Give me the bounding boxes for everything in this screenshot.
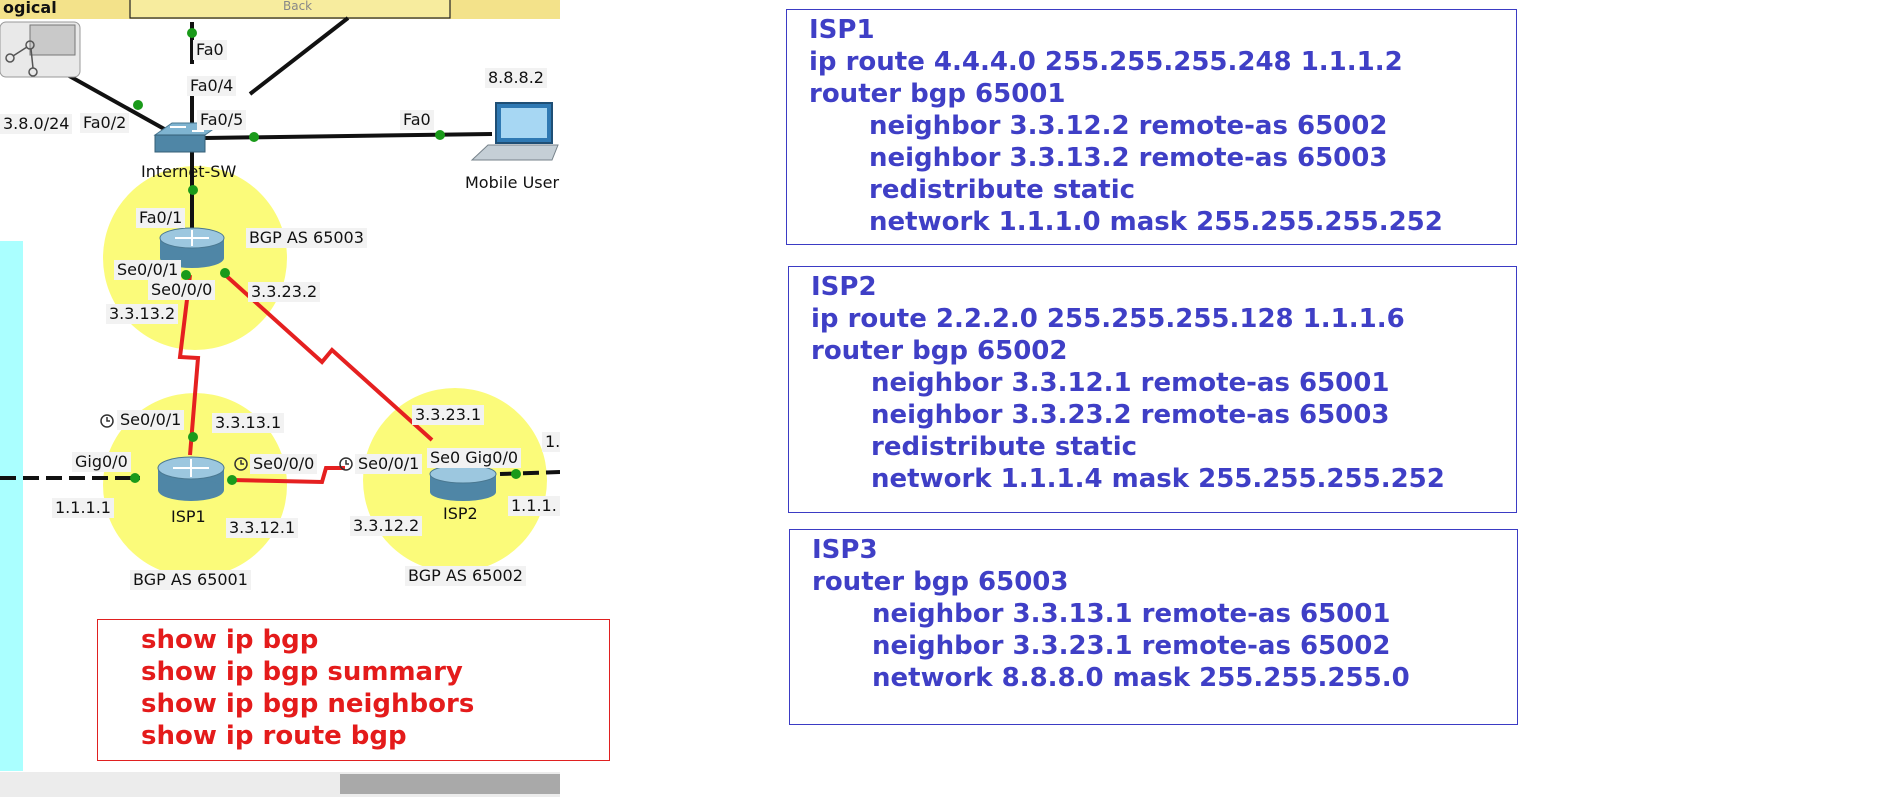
config-line: ISP3 xyxy=(812,535,878,565)
back-button[interactable]: Back xyxy=(283,0,313,13)
config-line: ip route 2.2.2.0 255.255.255.128 1.1.1.6 xyxy=(811,304,1405,334)
config-line: ip route 4.4.4.0 255.255.255.248 1.1.1.2 xyxy=(809,47,1403,77)
network-label: 3.8.0/24 xyxy=(0,114,73,134)
config-line: network 8.8.8.0 mask 255.255.255.0 xyxy=(872,663,1410,693)
config-line: neighbor 3.3.13.2 remote-as 65003 xyxy=(869,143,1388,173)
port-label-fa0-top: Fa0 xyxy=(193,40,227,60)
config-line: ISP1 xyxy=(809,15,875,45)
switch-label: Internet-SW xyxy=(141,162,237,181)
isp2-router-icon[interactable] xyxy=(429,464,497,501)
ip-label-isp3-13: 3.3.13.2 xyxy=(106,304,179,324)
port-label-isp2-gig0-0: Se0 Gig0/0 xyxy=(427,448,522,468)
isp2-config-box: ISP2 ip route 2.2.2.0 255.255.255.128 1.… xyxy=(788,266,1517,513)
link-fa0-5-mobile xyxy=(204,132,493,140)
as-label-65001: BGP AS 65001 xyxy=(130,570,251,590)
command-line: show ip route bgp xyxy=(141,721,407,751)
port-label-isp1-se0-0-1: Se0/0/1 xyxy=(117,410,185,430)
mobile-user-label: Mobile User xyxy=(465,173,560,192)
ip-label-isp2-edge: 1. xyxy=(542,432,560,452)
config-line: network 1.1.1.0 mask 255.255.255.252 xyxy=(869,207,1443,237)
config-line: neighbor 3.3.23.1 remote-as 65002 xyxy=(872,631,1391,661)
config-line: neighbor 3.3.12.1 remote-as 65001 xyxy=(871,368,1390,398)
router-label-isp1: ISP1 xyxy=(171,507,206,526)
port-label-isp1-gig0-0: Gig0/0 xyxy=(72,452,131,472)
as-label-65002: BGP AS 65002 xyxy=(405,566,526,586)
port-label-isp1-se0-0-0: Se0/0/0 xyxy=(250,454,318,474)
isp3-config-box: ISP3 router bgp 65003 neighbor 3.3.13.1 … xyxy=(789,529,1518,725)
clock-icon xyxy=(100,414,353,471)
link-top-diagonal xyxy=(248,16,350,96)
command-line: show ip bgp neighbors xyxy=(141,689,475,719)
mobile-user-ip: 8.8.8.2 xyxy=(485,68,547,88)
back-button-frame[interactable] xyxy=(129,0,451,19)
config-line: neighbor 3.3.12.2 remote-as 65002 xyxy=(869,111,1388,141)
config-line: redistribute static xyxy=(869,175,1136,205)
port-label-isp3-se0-0-1: Se0/0/1 xyxy=(114,260,182,280)
ip-label-isp2-23: 3.3.23.1 xyxy=(412,405,485,425)
as-label-65003: BGP AS 65003 xyxy=(246,228,367,248)
ip-label-isp2-11: 1.1.1. xyxy=(508,496,560,516)
port-label-fa0-5: Fa0/5 xyxy=(197,110,247,130)
serial-isp1-isp2 xyxy=(231,466,345,485)
isp1-config-box: ISP1 ip route 4.4.4.0 255.255.255.248 1.… xyxy=(786,9,1517,245)
command-line: show ip bgp summary xyxy=(141,657,463,687)
link-fa0-2 xyxy=(54,66,176,137)
config-line: router bgp 65001 xyxy=(809,79,1066,109)
config-line: ISP2 xyxy=(811,272,877,302)
router-label-isp2: ISP2 xyxy=(443,504,478,523)
scrollbar-thumb[interactable] xyxy=(340,774,560,794)
config-line: redistribute static xyxy=(871,432,1138,462)
ip-label-isp1-13: 3.3.13.1 xyxy=(212,413,285,433)
config-line: router bgp 65002 xyxy=(811,336,1068,366)
serial-isp3-isp1 xyxy=(177,274,201,456)
config-line: neighbor 3.3.23.2 remote-as 65003 xyxy=(871,400,1390,430)
bgp-show-commands: show ip bgp show ip bgp summary show ip … xyxy=(97,619,610,761)
port-label-fa0-1: Fa0/1 xyxy=(136,208,186,228)
cyan-side-panel xyxy=(0,241,23,771)
port-label-fa0-4: Fa0/4 xyxy=(187,76,237,96)
ip-label-isp1-12: 3.3.12.1 xyxy=(226,518,299,538)
ip-label-isp3-23: 3.3.23.2 xyxy=(248,282,321,302)
config-line: neighbor 3.3.13.1 remote-as 65001 xyxy=(872,599,1391,629)
router-icon-top-left[interactable] xyxy=(0,21,81,78)
topology-title: ogical xyxy=(3,0,57,17)
config-line: router bgp 65003 xyxy=(812,567,1069,597)
topology-canvas: ogical Back Fa0 Fa0/4 3.8.0/24 Fa0/2 Fa0… xyxy=(0,0,560,797)
isp1-router-icon[interactable] xyxy=(157,456,225,501)
command-line: show ip bgp xyxy=(141,625,319,655)
ip-label-isp1-11: 1.1.1.1 xyxy=(52,498,114,518)
config-line: network 1.1.1.4 mask 255.255.255.252 xyxy=(871,464,1445,494)
port-label-fa0-2: Fa0/2 xyxy=(80,113,130,133)
port-label-isp2-se0-0-1: Se0/0/1 xyxy=(355,454,423,474)
serial-isp3-isp2 xyxy=(220,270,434,442)
link-isp2-gig0-0 xyxy=(499,470,560,476)
laptop-icon[interactable] xyxy=(470,102,559,161)
port-label-fa0-mobile: Fa0 xyxy=(400,110,434,130)
ip-label-isp2-12: 3.3.12.2 xyxy=(350,516,423,536)
port-label-isp3-se0-0-0: Se0/0/0 xyxy=(148,280,216,300)
